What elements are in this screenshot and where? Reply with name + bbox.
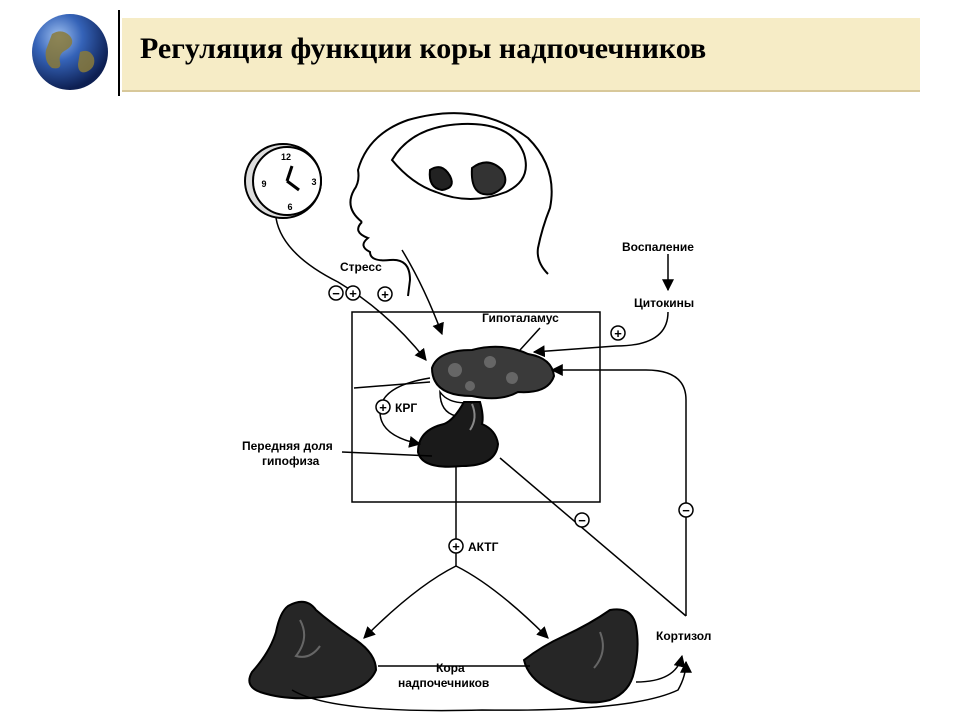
pituitary-label-line2: гипофиза: [262, 454, 320, 468]
clock-6-label: 6: [287, 202, 292, 212]
hypothalamus-label-pointer: [519, 327, 541, 351]
clock-9-label: 9: [261, 179, 266, 189]
clock-plus-sign: +: [345, 285, 361, 301]
svg-text:−: −: [332, 286, 340, 301]
right-adrenal-to-cortisol-arrow: [635, 654, 686, 683]
svg-text:+: +: [379, 400, 387, 415]
svg-text:+: +: [349, 286, 357, 301]
clock-icon: 12 3 6 9: [244, 143, 322, 219]
cortisol-to-pituitary-feedback: [499, 457, 687, 617]
pituitary-feedback-minus-sign: −: [574, 512, 590, 528]
left-adrenal-gland: [248, 600, 378, 700]
pituitary-label-pointer: [341, 451, 433, 457]
right-adrenal-gland: [522, 608, 639, 704]
svg-text:−: −: [578, 513, 586, 528]
crh-label: КРГ: [395, 401, 417, 415]
adrenal-cortex-label-line2: надпочечников: [398, 676, 489, 690]
svg-text:−: −: [682, 503, 690, 518]
adrenal-cortex-label-line1: Кора: [436, 661, 465, 675]
cytokines-to-hypothalamus-arrow: [532, 311, 669, 358]
stress-plus-sign: +: [377, 286, 393, 302]
hypothalamus-shape: [430, 345, 556, 417]
globe-icon: [32, 14, 108, 90]
slide-title: Регуляция функции коры надпочечников: [140, 32, 707, 65]
clock-minus-sign: −: [328, 285, 344, 301]
adrenal-to-cortisol-loop: [291, 660, 692, 712]
acth-plus-sign: +: [448, 538, 464, 554]
svg-text:+: +: [452, 539, 460, 554]
header-divider: [118, 10, 120, 96]
pituitary-label-line1: Передняя доля: [242, 439, 333, 453]
cytokines-plus-sign: +: [610, 325, 626, 341]
inflammation-label: Воспаление: [622, 240, 694, 254]
stress-label: Стресс: [340, 260, 382, 274]
box-inner-line: [353, 381, 431, 389]
clock-to-hypothalamus-arrow: [275, 217, 427, 361]
stress-to-hypothalamus-arrow: [401, 249, 444, 336]
acth-to-left-adrenal-arrow: [363, 565, 457, 639]
hypothalamus-feedback-minus-sign: −: [678, 502, 694, 518]
acth-to-right-adrenal-arrow: [455, 565, 549, 639]
cortisol-to-hypothalamus-feedback: [550, 364, 687, 616]
svg-text:+: +: [614, 326, 622, 341]
hypothalamus-label: Гипоталамус: [482, 311, 559, 325]
crh-plus-sign: +: [375, 399, 391, 415]
clock-3-label: 3: [311, 177, 316, 187]
cytokines-label: Цитокины: [634, 296, 694, 310]
cortisol-label: Кортизол: [656, 629, 711, 643]
clock-12-label: 12: [281, 152, 291, 162]
hypothalamus-pituitary-box: [351, 311, 601, 503]
acth-label: АКТГ: [468, 540, 499, 554]
sign-markers: − + + + + + − −: [328, 285, 694, 554]
anterior-pituitary-shape: [416, 401, 500, 468]
title-band: [122, 18, 920, 92]
svg-text:+: +: [381, 287, 389, 302]
head-profile-icon: [349, 112, 553, 297]
